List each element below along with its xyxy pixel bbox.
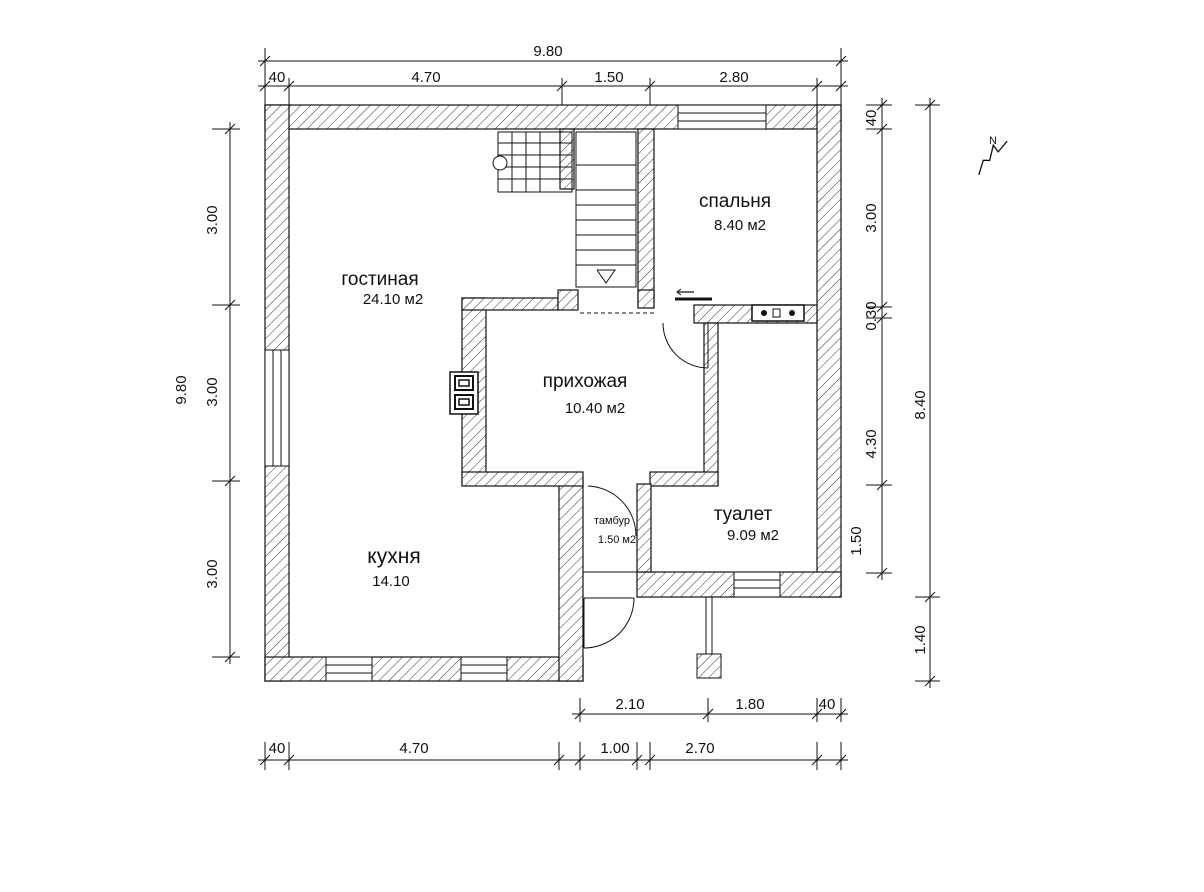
window-toilet-bottom	[733, 571, 781, 598]
room-vestibule-name: тамбур	[594, 515, 630, 527]
window-bedroom-top	[677, 104, 767, 130]
dimension-top: 9.80 40 4.70 1.50 2.80	[258, 43, 848, 105]
porch-post	[696, 597, 722, 679]
room-living-area: 24.10 м2	[363, 291, 423, 308]
door-vestibule-inner	[583, 485, 637, 573]
dim-right-seg-1: 40	[863, 110, 880, 127]
dim-bottom2-seg-2: 4.70	[399, 740, 428, 757]
room-kitchen-name: кухня	[367, 545, 420, 568]
staircase	[492, 131, 637, 288]
svg-text:N: N	[989, 135, 997, 147]
dim-left-seg-2: 3.00	[204, 377, 221, 406]
dim-right-total-upper: 8.40	[912, 390, 929, 419]
dim-top-seg-4: 2.80	[719, 69, 748, 86]
dim-top-seg-2: 4.70	[411, 69, 440, 86]
window-kitchen-bottom-2	[460, 656, 508, 682]
door-hall	[662, 322, 709, 369]
dim-bottom1-seg-3: 40	[819, 696, 836, 713]
room-vestibule-area: 1.50 м2	[598, 534, 636, 546]
window-kitchen-bottom-1	[325, 656, 373, 682]
dim-bottom1-seg-1: 2.10	[615, 696, 644, 713]
dim-right-total-lower: 1.40	[912, 625, 929, 654]
dim-left-total: 9.80	[173, 375, 190, 404]
entry-arrow-icon	[675, 288, 712, 301]
room-kitchen-area: 14.10	[372, 573, 410, 590]
dim-right-seg-3: 0.30	[863, 301, 880, 330]
north-arrow-icon: N	[978, 135, 1008, 176]
room-bedroom-area: 8.40 м2	[714, 217, 766, 234]
room-toilet-name: туалет	[714, 504, 773, 525]
dim-right-seg-2: 3.00	[863, 203, 880, 232]
dim-left-seg-3: 3.00	[204, 559, 221, 588]
door-vestibule	[583, 597, 635, 649]
room-hall-area: 10.40 м2	[565, 400, 625, 417]
dim-bottom2-seg-4: 2.70	[685, 740, 714, 757]
dim-bottom1-seg-2: 1.80	[735, 696, 764, 713]
dimension-right: 40 3.00 0.30 4.30 1.50 8.40 1.40	[848, 98, 940, 688]
room-toilet-area: 9.09 м2	[727, 527, 779, 544]
room-hall-name: прихожая	[543, 371, 628, 392]
room-bedroom-name: спальня	[699, 191, 771, 212]
dim-right-seg-5: 1.50	[848, 526, 865, 555]
dimension-bottom: 2.10 1.80 40 40 4.70 1.00 2.70	[258, 696, 848, 770]
dim-top-total: 9.80	[533, 43, 562, 60]
window-living-left	[264, 349, 290, 467]
dim-bottom2-seg-1: 40	[269, 740, 286, 757]
dimension-left: 3.00 3.00 3.00 9.80	[173, 122, 240, 664]
dim-left-seg-1: 3.00	[204, 205, 221, 234]
dim-top-seg-3: 1.50	[594, 69, 623, 86]
room-living-name: гостиная	[341, 269, 418, 290]
dim-bottom2-seg-3: 1.00	[600, 740, 629, 757]
dim-top-seg-1: 40	[269, 69, 286, 86]
cooker-icon	[751, 304, 805, 322]
dim-right-seg-4: 4.30	[863, 429, 880, 458]
stove-icon	[449, 371, 479, 415]
